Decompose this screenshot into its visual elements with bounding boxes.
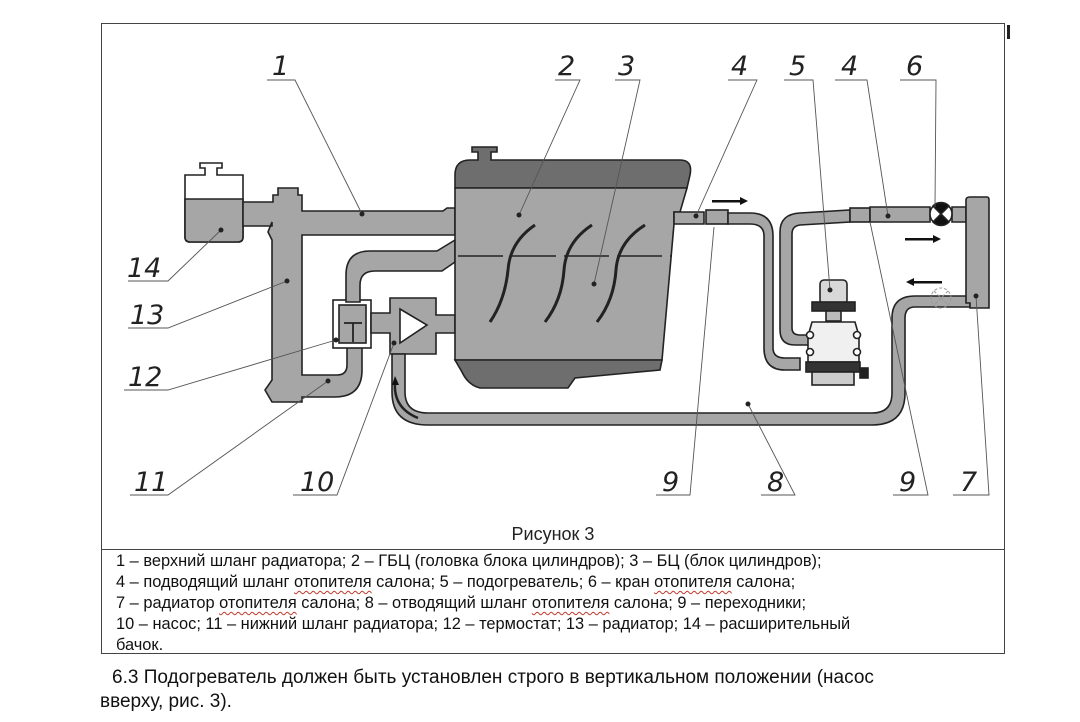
legend-line: 4 – подводящий шланг отопителя салона; 5… xyxy=(116,572,996,593)
paragraph-line-1: 6.3 Подогреватель должен быть установлен… xyxy=(112,667,874,688)
callout-13: 13 xyxy=(130,300,164,331)
bypass-hose xyxy=(345,238,456,303)
callout-9-right: 9 xyxy=(899,467,916,498)
callout-2: 2 xyxy=(558,51,575,82)
legend-text: 1 – верхний шланг радиатора; 2 – ГБЦ (го… xyxy=(116,552,822,570)
callout-4-supply: 4 xyxy=(731,51,748,82)
leader-lines xyxy=(124,79,990,496)
pre-heater xyxy=(805,279,869,386)
legend-line: 1 – верхний шланг радиатора; 2 – ГБЦ (го… xyxy=(116,551,996,572)
legend-text: 10 – насос; 11 – нижний шланг радиатора;… xyxy=(116,615,851,633)
engine xyxy=(453,146,692,389)
figure-caption: Рисунок 3 xyxy=(511,524,595,544)
legend-text: 7 – радиатор xyxy=(116,594,220,612)
legend-text: бачок. xyxy=(116,636,164,654)
heater-radiator xyxy=(965,196,990,309)
legend-text: салона; 9 – переходники; xyxy=(609,594,806,612)
spellcheck-word: отопителя xyxy=(654,573,732,591)
callout-11: 11 xyxy=(134,467,168,498)
callout-7: 7 xyxy=(960,467,977,498)
legend-text: салона; xyxy=(731,573,796,591)
legend-line: бачок. xyxy=(116,635,996,656)
leader-dots xyxy=(218,211,979,407)
callout-10: 10 xyxy=(300,467,334,498)
body-paragraph: 6.3 Подогреватель должен быть установлен… xyxy=(100,666,1000,714)
legend-text: салона; 5 – подогреватель; 6 – кран xyxy=(371,573,655,591)
legend-line: 10 – насос; 11 – нижний шланг радиатора;… xyxy=(116,614,996,635)
callout-9-left: 9 xyxy=(662,467,679,498)
page-edge-mark xyxy=(1007,25,1010,39)
callout-6: 6 xyxy=(906,51,923,82)
callout-5: 5 xyxy=(789,51,806,82)
spellcheck-word: отопителя xyxy=(219,594,297,612)
callout-14: 14 xyxy=(127,253,161,284)
cooling-system-diagram: 1 2 3 4 5 4 6 14 13 12 11 10 9 8 9 7 xyxy=(124,51,990,498)
spellcheck-word: отопителя xyxy=(531,594,610,612)
legend-text: 4 – подводящий шланг xyxy=(116,573,295,591)
pump-rotation-arrow xyxy=(393,381,419,420)
callout-3: 3 xyxy=(618,51,635,82)
legend-text: салона; 8 – отводящий шланг xyxy=(296,594,532,612)
callout-8: 8 xyxy=(767,467,784,498)
caption-divider xyxy=(101,549,1005,550)
figure-frame xyxy=(101,23,1005,654)
water-pump xyxy=(370,297,456,355)
flow-arrows xyxy=(712,197,942,286)
callout-12: 12 xyxy=(128,362,162,393)
heater-tap xyxy=(929,201,953,227)
spellcheck-word: отопителя xyxy=(294,573,372,591)
thermostat xyxy=(332,299,372,349)
callout-4-hose: 4 xyxy=(841,51,858,82)
paragraph-line-2: вверху, рис. 3). xyxy=(100,691,232,712)
legend-line: 7 – радиатор отопителя салона; 8 – отвод… xyxy=(116,593,996,614)
callout-1: 1 xyxy=(272,51,289,82)
radiator-and-upper-hose xyxy=(242,187,456,403)
expansion-tank xyxy=(184,162,244,243)
figure-legend: 1 – верхний шланг радиатора; 2 – ГБЦ (го… xyxy=(116,551,996,656)
alt-tap-outline xyxy=(930,287,952,309)
